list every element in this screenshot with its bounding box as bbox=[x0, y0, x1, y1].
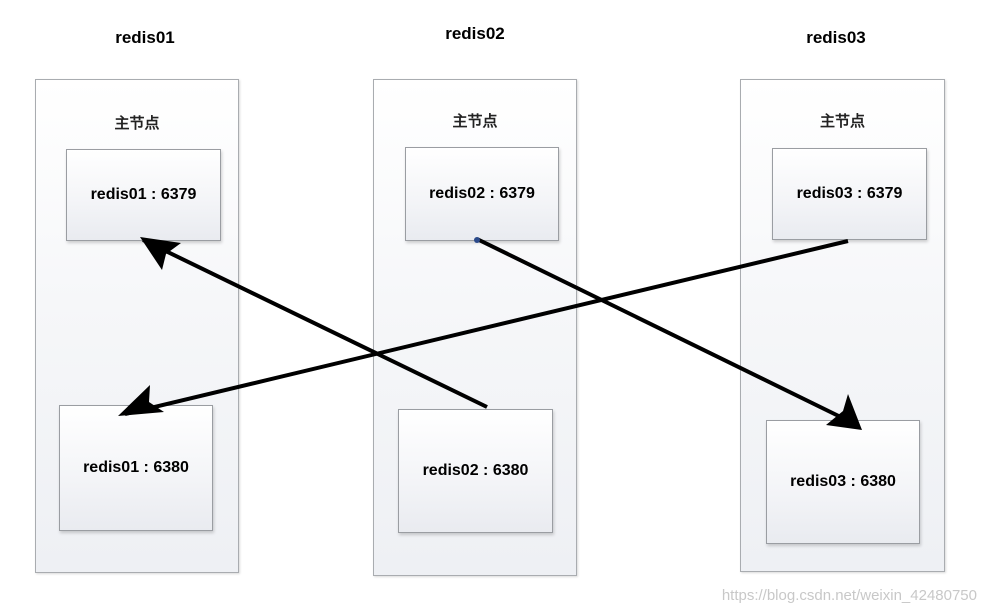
arrow-redis02-6380-to-redis01-6379 bbox=[142, 238, 488, 409]
arrow-redis03-6379-to-redis01-6380 bbox=[124, 239, 849, 416]
server-title-redis02: redis02 bbox=[445, 24, 505, 43]
server-title-redis03: redis03 bbox=[806, 28, 866, 47]
server-title-redis01: redis01 bbox=[115, 28, 175, 47]
arrowhead-redis01-6380 bbox=[118, 385, 164, 416]
master-label: 主节点 bbox=[819, 112, 865, 130]
node-redis01-6379: redis01 : 6379 bbox=[66, 149, 221, 241]
arrow-redis02-6379-to-redis03-6380 bbox=[476, 237, 858, 427]
node-redis02-6380: redis02 : 6380 bbox=[398, 409, 553, 533]
watermark: https://blog.csdn.net/weixin_42480750 bbox=[721, 587, 977, 604]
arrowhead-redis01-6379 bbox=[140, 237, 181, 270]
master-label: 主节点 bbox=[114, 114, 160, 132]
arrow-origin-dot bbox=[474, 237, 480, 243]
node-redis03-6379: redis03 : 6379 bbox=[772, 148, 927, 240]
node-redis01-6380: redis01 : 6380 bbox=[59, 405, 213, 531]
master-label: 主节点 bbox=[452, 112, 498, 130]
arrowhead-redis03-6380 bbox=[826, 394, 862, 430]
